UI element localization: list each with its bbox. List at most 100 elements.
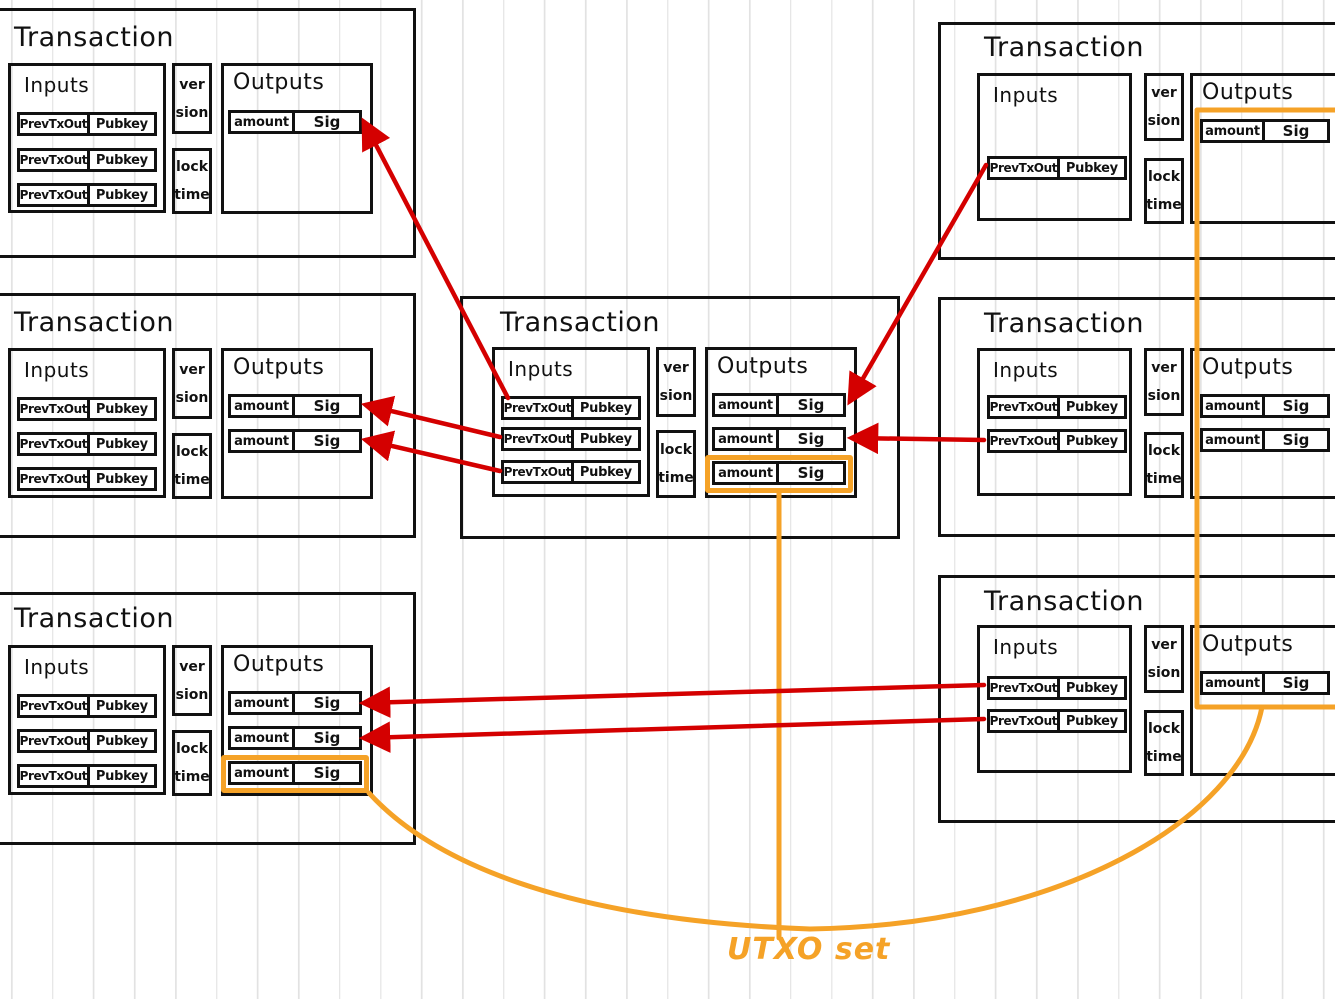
locktime-label-line2: time xyxy=(1146,749,1182,765)
locktime-label-line2: time xyxy=(174,472,210,488)
version-box: ver sion xyxy=(656,347,696,417)
amount-cell: amount xyxy=(715,464,779,482)
input-row[interactable]: PrevTxOut Pubkey xyxy=(17,694,157,718)
input-row[interactable]: PrevTxOut Pubkey xyxy=(987,676,1127,700)
outputs-label: Outputs xyxy=(233,355,325,380)
prevtxout-cell: PrevTxOut xyxy=(504,430,574,448)
prevtxout-cell: PrevTxOut xyxy=(990,159,1060,177)
input-row[interactable]: PrevTxOut Pubkey xyxy=(987,395,1127,419)
sig-cell: Sig xyxy=(797,430,825,448)
input-row[interactable]: PrevTxOut Pubkey xyxy=(17,112,157,136)
output-row[interactable]: amount Sig xyxy=(1200,394,1330,418)
spend-arrow xyxy=(358,682,987,718)
output-row[interactable]: amount Sig xyxy=(228,691,362,715)
version-label-line2: sion xyxy=(659,388,693,404)
inputs-panel xyxy=(977,73,1132,221)
input-row[interactable]: PrevTxOut Pubkey xyxy=(501,396,641,420)
outputs-label: Outputs xyxy=(233,70,325,95)
output-row-unspent[interactable]: amount Sig xyxy=(228,761,362,785)
utxo-orange-curve-left xyxy=(366,790,813,932)
locktime-label-line2: time xyxy=(174,187,210,203)
version-label-line1: ver xyxy=(1151,360,1177,376)
input-row[interactable]: PrevTxOut Pubkey xyxy=(17,764,157,788)
amount-cell: amount xyxy=(231,432,295,450)
sig-cell: Sig xyxy=(1282,431,1310,449)
locktime-label-line2: time xyxy=(658,470,694,486)
output-row[interactable]: amount Sig xyxy=(1200,428,1330,452)
prevtxout-cell: PrevTxOut xyxy=(990,679,1060,697)
prevtxout-cell: PrevTxOut xyxy=(20,435,90,453)
transaction-title: Transaction xyxy=(14,307,174,338)
output-row-unspent[interactable]: amount Sig xyxy=(712,461,846,485)
locktime-label-line1: lock xyxy=(1147,169,1181,185)
output-row-unspent[interactable]: amount Sig xyxy=(1200,671,1330,695)
input-row[interactable]: PrevTxOut Pubkey xyxy=(501,427,641,451)
pubkey-cell: Pubkey xyxy=(95,152,148,168)
prevtxout-cell: PrevTxOut xyxy=(20,151,90,169)
inputs-panel xyxy=(977,348,1132,496)
input-row[interactable]: PrevTxOut Pubkey xyxy=(17,432,157,456)
transaction-title: Transaction xyxy=(14,22,174,53)
input-row[interactable]: PrevTxOut Pubkey xyxy=(501,460,641,484)
input-row[interactable]: PrevTxOut Pubkey xyxy=(17,729,157,753)
output-row[interactable]: amount Sig xyxy=(228,110,362,134)
prevtxout-cell: PrevTxOut xyxy=(990,398,1060,416)
outputs-panel xyxy=(1190,73,1335,224)
inputs-label: Inputs xyxy=(993,83,1059,107)
pubkey-cell: Pubkey xyxy=(95,187,148,203)
prevtxout-cell: PrevTxOut xyxy=(504,463,574,481)
pubkey-cell: Pubkey xyxy=(1065,433,1118,449)
transaction-title: Transaction xyxy=(500,307,660,338)
locktime-box: lock time xyxy=(1144,710,1184,776)
input-row[interactable]: PrevTxOut Pubkey xyxy=(17,397,157,421)
amount-cell: amount xyxy=(231,694,295,712)
output-row[interactable]: amount Sig xyxy=(712,427,846,451)
outputs-label: Outputs xyxy=(233,652,325,677)
output-row-unspent[interactable]: amount Sig xyxy=(1200,119,1330,143)
prevtxout-cell: PrevTxOut xyxy=(990,432,1060,450)
pubkey-cell: Pubkey xyxy=(579,431,632,447)
pubkey-cell: Pubkey xyxy=(1065,713,1118,729)
pubkey-cell: Pubkey xyxy=(579,400,632,416)
input-row[interactable]: PrevTxOut Pubkey xyxy=(17,183,157,207)
pubkey-cell: Pubkey xyxy=(95,401,148,417)
inputs-label: Inputs xyxy=(508,357,574,381)
inputs-label: Inputs xyxy=(24,73,90,97)
sig-cell: Sig xyxy=(313,764,341,782)
sig-cell: Sig xyxy=(313,432,341,450)
amount-cell: amount xyxy=(715,396,779,414)
input-row[interactable]: PrevTxOut Pubkey xyxy=(987,156,1127,180)
locktime-label-line1: lock xyxy=(1147,721,1181,737)
inputs-panel xyxy=(8,348,166,498)
sig-cell: Sig xyxy=(313,113,341,131)
input-row[interactable]: PrevTxOut Pubkey xyxy=(987,429,1127,453)
output-row[interactable]: amount Sig xyxy=(228,394,362,418)
amount-cell: amount xyxy=(715,430,779,448)
input-row[interactable]: PrevTxOut Pubkey xyxy=(987,709,1127,733)
sig-cell: Sig xyxy=(1282,674,1310,692)
locktime-label-line2: time xyxy=(174,769,210,785)
transaction-card-top-right xyxy=(938,22,1335,260)
version-label-line1: ver xyxy=(179,361,205,378)
version-label-line1: ver xyxy=(663,360,689,376)
inputs-label: Inputs xyxy=(24,358,90,382)
sig-cell: Sig xyxy=(797,396,825,414)
locktime-label-line1: lock xyxy=(1147,443,1181,459)
pubkey-cell: Pubkey xyxy=(95,768,148,784)
pubkey-cell: Pubkey xyxy=(95,733,148,749)
pubkey-cell: Pubkey xyxy=(95,471,148,487)
output-row[interactable]: amount Sig xyxy=(712,393,846,417)
input-row[interactable]: PrevTxOut Pubkey xyxy=(17,148,157,172)
output-row[interactable]: amount Sig xyxy=(228,726,362,750)
pubkey-cell: Pubkey xyxy=(95,436,148,452)
amount-cell: amount xyxy=(231,113,295,131)
output-row[interactable]: amount Sig xyxy=(228,429,362,453)
input-row[interactable]: PrevTxOut Pubkey xyxy=(17,467,157,491)
